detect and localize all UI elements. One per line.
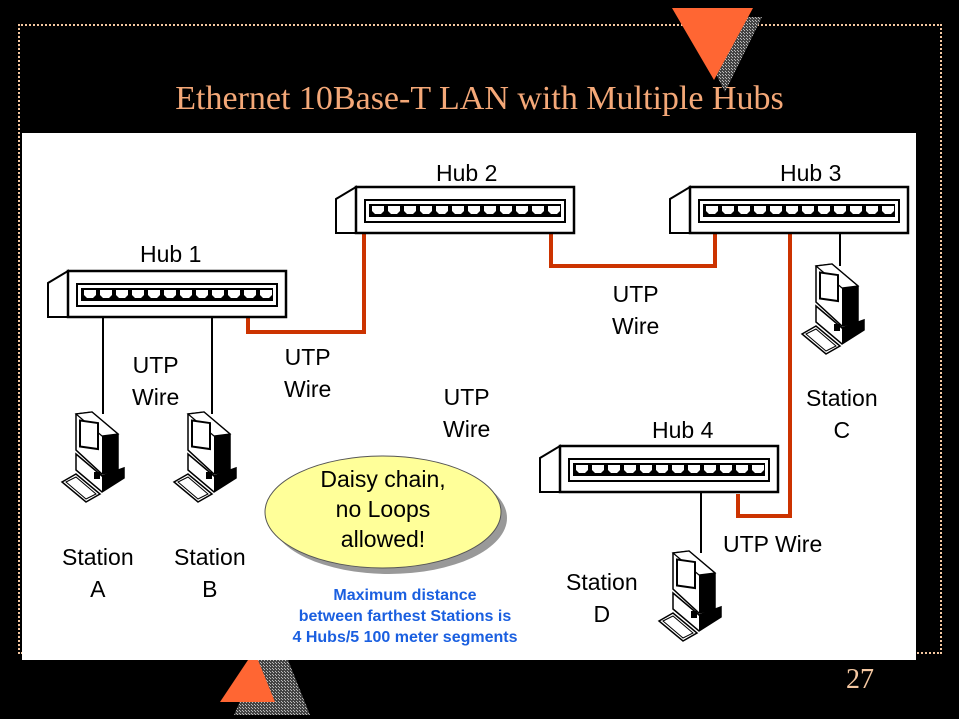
port-icon — [576, 465, 588, 473]
port-icon — [786, 206, 798, 214]
port-icon — [754, 206, 766, 214]
port-icon — [720, 465, 732, 473]
port-icon — [818, 206, 830, 214]
port-icon — [736, 465, 748, 473]
port-icon — [132, 290, 144, 298]
port-icon — [624, 465, 636, 473]
hub-ports — [706, 206, 894, 214]
hub-ports — [84, 290, 272, 298]
hub-ports — [372, 206, 560, 214]
utp-wire-label-hub1-hub2: UTP Wire — [284, 344, 332, 402]
station-b-label: Station B — [174, 544, 246, 602]
port-icon — [116, 290, 128, 298]
utp-wires — [246, 232, 792, 518]
station-cables — [102, 230, 841, 553]
port-icon — [770, 206, 782, 214]
port-icon — [196, 290, 208, 298]
hub-4-label: Hub 4 — [652, 417, 714, 443]
port-icon — [372, 206, 384, 214]
station-d-label: Station D — [566, 569, 638, 627]
utp-wire-label-hub4: UTP Wire — [723, 531, 823, 557]
port-icon — [100, 290, 112, 298]
port-icon — [722, 206, 734, 214]
callout-bubble — [264, 455, 502, 569]
station-d-computer-icon — [658, 550, 722, 642]
port-icon — [548, 206, 560, 214]
station-c-computer-icon — [801, 263, 865, 355]
port-icon — [532, 206, 544, 214]
port-icon — [468, 206, 480, 214]
port-icon — [260, 290, 272, 298]
port-icon — [500, 206, 512, 214]
port-icon — [420, 206, 432, 214]
station-c-label: Station C — [806, 385, 878, 443]
port-icon — [244, 290, 256, 298]
port-icon — [672, 465, 684, 473]
wire-hub3-hub4 — [736, 232, 792, 518]
callout-text: Daisy chain, no Loops allowed! — [320, 466, 446, 552]
utp-wire-label-hub1-stations: UTP Wire — [132, 352, 180, 410]
port-icon — [656, 465, 668, 473]
port-icon — [212, 290, 224, 298]
port-icon — [850, 206, 862, 214]
max-distance-note: Maximum distance between farthest Statio… — [292, 587, 518, 646]
station-a-label: Station A — [62, 544, 134, 602]
hub-ports — [576, 465, 764, 473]
port-icon — [452, 206, 464, 214]
station-b-computer-icon — [173, 411, 237, 503]
port-icon — [148, 290, 160, 298]
port-icon — [688, 465, 700, 473]
port-icon — [84, 290, 96, 298]
port-icon — [834, 206, 846, 214]
wire-hub2-hub3 — [549, 232, 717, 268]
port-icon — [866, 206, 878, 214]
hub-3-label: Hub 3 — [780, 160, 842, 186]
port-icon — [640, 465, 652, 473]
slide-title: Ethernet 10Base-T LAN with Multiple Hubs — [175, 80, 784, 117]
port-icon — [704, 465, 716, 473]
port-icon — [706, 206, 718, 214]
utp-wire-label-hub2-hub3: UTP Wire — [612, 281, 660, 339]
port-icon — [516, 206, 528, 214]
port-icon — [608, 465, 620, 473]
port-icon — [802, 206, 814, 214]
port-icon — [592, 465, 604, 473]
port-icon — [180, 290, 192, 298]
page-number: 27 — [846, 664, 874, 695]
top-triangle — [672, 8, 753, 80]
port-icon — [752, 465, 764, 473]
port-icon — [388, 206, 400, 214]
bottom-triangle — [220, 660, 275, 702]
port-icon — [228, 290, 240, 298]
port-icon — [484, 206, 496, 214]
port-icon — [882, 206, 894, 214]
hub-1-label: Hub 1 — [140, 241, 202, 267]
wire-hub1-hub2 — [246, 232, 366, 334]
port-icon — [738, 206, 750, 214]
utp-wire-label-center: UTP Wire — [443, 384, 491, 442]
station-a-computer-icon — [61, 411, 125, 503]
hub-2-label: Hub 2 — [436, 160, 498, 186]
port-icon — [436, 206, 448, 214]
port-icon — [164, 290, 176, 298]
port-icon — [404, 206, 416, 214]
